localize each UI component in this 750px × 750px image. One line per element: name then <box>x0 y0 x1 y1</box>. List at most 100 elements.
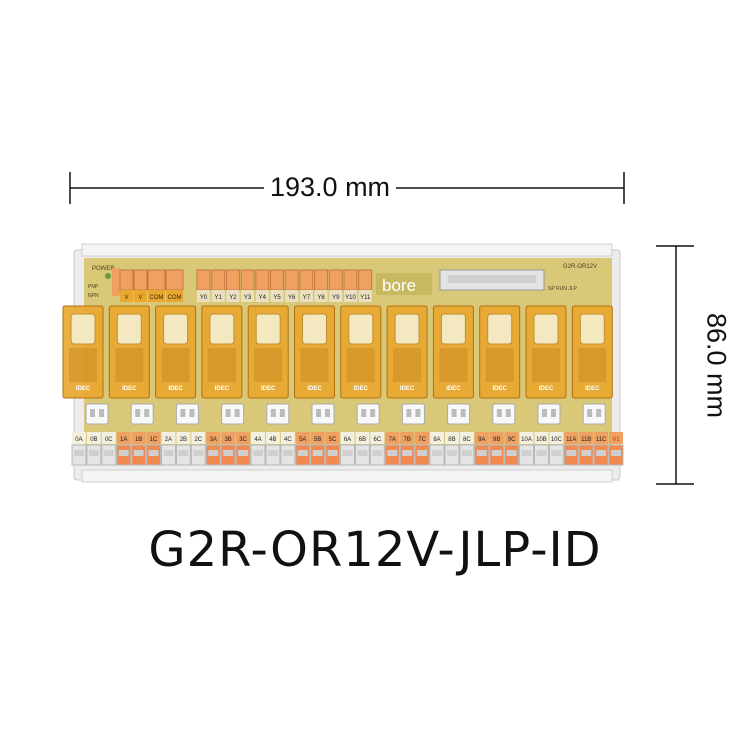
relay-coil <box>533 313 559 345</box>
relay-brand: IDEC <box>76 386 91 392</box>
output-terminal-label: 7B <box>404 437 411 443</box>
socket-pin <box>542 409 547 417</box>
input-terminal <box>270 269 284 291</box>
relay-coil <box>579 313 605 345</box>
relay: IDEC <box>62 305 104 399</box>
relay-coil <box>70 313 96 345</box>
input-terminal-label: Y10 <box>345 295 356 301</box>
socket-pin <box>144 409 150 417</box>
output-terminal-label-plate <box>146 432 161 444</box>
output-terminal-label: 5A <box>299 437 306 443</box>
relay-label-area <box>300 348 329 382</box>
output-terminal-label: 3B <box>224 437 231 443</box>
relay-socket-connector <box>356 403 380 425</box>
output-terminal-label-plate <box>310 432 325 444</box>
output-terminal-label: 8A <box>433 437 440 443</box>
power-terminal <box>119 269 134 291</box>
output-terminal-label: 2C <box>194 437 202 443</box>
power-terminal-label: V <box>124 295 128 301</box>
relay: IDEC <box>340 305 382 399</box>
rail-top-lip <box>81 243 613 257</box>
output-terminal-screw <box>551 450 562 456</box>
relay-label-area <box>161 348 190 382</box>
input-terminal-label-plate <box>344 290 357 302</box>
output-terminal-label-plate <box>474 432 489 444</box>
socket-pin <box>279 409 285 417</box>
output-terminal-screw <box>118 450 129 456</box>
socket-pin <box>225 409 231 417</box>
indicator-print: SP RUN JLP <box>548 286 577 292</box>
output-terminal-label: 3A <box>210 437 217 443</box>
output-terminal-label-plate <box>355 432 370 444</box>
input-terminal-label-plate <box>314 290 328 302</box>
output-terminal-screw <box>387 450 398 456</box>
logo-plate <box>376 273 432 295</box>
relay-brand: IDEC <box>168 386 183 392</box>
relay-coil <box>116 313 142 345</box>
relay-coil <box>255 313 281 345</box>
power-terminal-label: V <box>138 295 142 301</box>
ribbon-connector-slot <box>448 275 536 283</box>
output-terminal-screw <box>253 450 263 456</box>
relay: IDEC <box>432 305 474 399</box>
output-terminal-label: 7C <box>418 437 426 443</box>
output-terminal-label-plate <box>370 432 385 444</box>
output-terminal-screw <box>461 450 472 456</box>
output-terminal-label: 9C <box>508 437 516 443</box>
input-terminal-label-plate <box>270 290 284 302</box>
output-terminal-label: 2B <box>180 437 187 443</box>
socket-pin <box>451 409 457 417</box>
output-terminal-label-plate <box>72 432 86 444</box>
power-print: POWER <box>92 266 115 272</box>
power-terminal-label: COM <box>150 295 164 301</box>
model-print: G2R-OR12V <box>563 264 597 270</box>
socket-pin <box>361 409 367 417</box>
output-terminal-label: 10C <box>551 437 563 443</box>
output-terminal-label-plate <box>549 432 564 444</box>
input-terminal-label-plate <box>255 290 269 302</box>
output-terminal-label: 4A <box>254 437 261 443</box>
width-dimension-label: 193.0 mm <box>264 172 397 203</box>
output-terminal-screw <box>446 450 457 456</box>
output-terminal-label-plate <box>251 432 265 444</box>
output-terminal-screw <box>223 450 234 456</box>
input-terminal-label-plate <box>241 290 255 302</box>
output-terminal-label: 11B <box>581 437 591 443</box>
relay-label-area <box>393 348 422 382</box>
power-terminal-label: COM <box>168 295 182 301</box>
socket-pin <box>316 409 321 417</box>
input-terminal-label-plate <box>226 290 240 302</box>
socket-pin <box>415 409 421 417</box>
output-terminal-label-plate <box>295 432 310 444</box>
output-terminal-label-plate <box>430 432 444 444</box>
output-terminal-screw <box>521 450 532 456</box>
power-terminal-label-plate <box>148 290 165 302</box>
output-terminal-label-plate <box>489 432 504 444</box>
input-terminal <box>328 269 343 291</box>
output-terminal-label-plate <box>564 432 579 444</box>
input-terminal <box>358 269 373 291</box>
relay-brand: IDEC <box>354 386 369 392</box>
socket-pin <box>587 409 593 417</box>
output-terminal-label-plate <box>444 432 459 444</box>
output-terminal-label: 3C <box>239 437 247 443</box>
relay-coil <box>487 313 513 345</box>
input-terminal-label-plate <box>285 290 299 302</box>
input-terminal-label: Y1 <box>215 295 223 301</box>
output-terminal-screw <box>611 450 621 456</box>
output-terminal-screw <box>163 450 174 456</box>
relay-brand: IDEC <box>215 386 230 392</box>
input-terminal-label: Y7 <box>303 295 311 301</box>
input-terminal-label-plate <box>211 290 225 302</box>
output-terminal-label: 6C <box>374 437 382 443</box>
output-terminal-screw <box>327 450 338 456</box>
input-terminal-label: Y2 <box>229 295 237 301</box>
relay: IDEC <box>155 305 197 399</box>
relay-socket-connector <box>447 403 471 425</box>
output-terminal-label: 2A <box>165 437 172 443</box>
relay-socket-connector <box>311 403 335 425</box>
relay-label-area <box>207 348 236 382</box>
output-terminal-screw <box>566 450 577 456</box>
